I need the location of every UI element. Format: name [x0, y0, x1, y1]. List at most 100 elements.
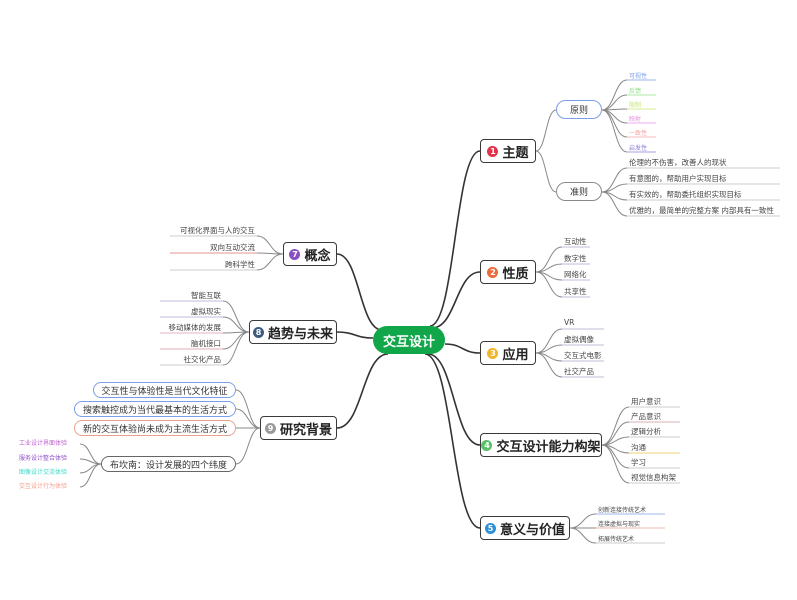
root-node[interactable]: 交互设计 [373, 326, 445, 354]
leaf-nature[interactable]: 数字性 [564, 254, 587, 263]
leaf-link [222, 331, 250, 350]
number-badge-icon: 5 [484, 522, 496, 534]
leaf-link [222, 316, 250, 333]
leaf-application[interactable]: VR [564, 318, 575, 327]
topic-label: 应用 [502, 347, 529, 363]
root-link [336, 331, 374, 339]
leaf-meaning[interactable]: 拓展传统艺术 [598, 536, 635, 543]
leaf-capability[interactable]: 视觉信息构架 [631, 473, 676, 482]
pill-label: 新的交互体验尚未成为主流生活方式 [82, 424, 227, 435]
leaf-nature[interactable]: 共享性 [564, 287, 587, 296]
root-link [429, 150, 481, 327]
leaf-link [601, 406, 630, 446]
number-badge-icon: 2 [487, 266, 499, 278]
leaf-concept[interactable]: 双向互动交流 [210, 243, 255, 252]
topic-capability[interactable]: 4 交互设计能力构架 [480, 433, 602, 457]
number-badge-icon: 9 [264, 422, 276, 434]
number-badge-icon: 8 [252, 326, 264, 338]
leaf-link [601, 444, 630, 484]
leaf-dimension[interactable]: 交互设计行为体验 [19, 483, 68, 490]
topic-nature[interactable]: 2 性质 [480, 260, 536, 284]
topic-label: 研究背景 [279, 422, 332, 438]
leaf-link [601, 79, 628, 111]
leaf-link [235, 408, 261, 429]
leaf-link [256, 253, 284, 271]
leaf-link [235, 389, 261, 429]
number-badge-icon: 3 [487, 347, 499, 359]
pill-label: 交互性与体验性是当代文化特征 [101, 386, 228, 397]
leaf-link [235, 427, 261, 465]
leaf-link [601, 109, 628, 153]
topic-theme[interactable]: 1 主题 [480, 139, 536, 163]
topic-background[interactable]: 9 研究背景 [260, 416, 337, 440]
leaf-concept[interactable]: 可视化界面与人的交互 [180, 226, 255, 235]
branch-link [535, 150, 557, 193]
leaf-link [535, 246, 563, 273]
leaf-application[interactable]: 交互式电影 [564, 351, 602, 360]
leaf-link [79, 463, 102, 488]
background-item[interactable]: 交互性与体验性是当代文化特征 [93, 382, 236, 398]
branch-link [535, 109, 557, 152]
topic-label: 概念 [304, 248, 331, 264]
subtopic-principles[interactable]: 原则 [556, 100, 602, 119]
leaf-guideline[interactable]: 有实效的，帮助委托组织实现目标 [629, 190, 742, 199]
leaf-nature[interactable]: 网络化 [564, 270, 587, 279]
leaf-guideline[interactable]: 伦理的不伤害，改善人的现状 [629, 158, 727, 167]
number-badge-icon: 4 [481, 439, 493, 451]
leaf-application[interactable]: 社交产品 [564, 367, 594, 376]
leaf-meaning[interactable]: 连接虚拟与现实 [598, 521, 641, 528]
leaf-trend[interactable]: 虚拟现实 [191, 307, 221, 316]
leaf-application[interactable]: 虚拟偶像 [564, 335, 594, 344]
leaf-guideline[interactable]: 优雅的，最简单的完整方案 内部具有一致性 [629, 206, 774, 215]
root-link [424, 353, 481, 529]
topic-meaning[interactable]: 5 意义与价值 [480, 516, 570, 540]
leaf-dimension[interactable]: 工业设计界面体验 [19, 440, 68, 447]
root-link [336, 353, 389, 429]
leaf-principle[interactable]: 限制 [629, 102, 642, 109]
leaf-capability[interactable]: 产品意识 [631, 412, 661, 421]
topic-label: 交互设计能力构架 [496, 439, 601, 455]
leaf-guideline[interactable]: 有意图的，帮助用户实现目标 [629, 174, 727, 183]
background-item[interactable]: 新的交互体验尚未成为主流生活方式 [74, 420, 236, 436]
leaf-capability[interactable]: 沟通 [631, 443, 646, 452]
topic-label: 主题 [502, 145, 529, 161]
leaf-principle[interactable]: 一致性 [629, 130, 648, 137]
leaf-capability[interactable]: 逻辑分析 [631, 427, 661, 436]
leaf-link [601, 94, 628, 111]
leaf-meaning[interactable]: 创新连接传统艺术 [598, 507, 647, 514]
topic-label: 性质 [502, 266, 529, 282]
leaf-principle[interactable]: 启发性 [629, 145, 648, 152]
subtopic-dimensions[interactable]: 布坎南：设计发展的四个纬度 [101, 456, 236, 472]
topic-application[interactable]: 3 应用 [480, 341, 536, 365]
leaf-principle[interactable]: 映射 [629, 116, 642, 123]
leaf-concept[interactable]: 跨科学性 [225, 260, 255, 269]
root-link [336, 253, 383, 331]
leaf-capability[interactable]: 学习 [631, 458, 646, 467]
topic-trend[interactable]: 8 趋势与未来 [249, 320, 337, 344]
leaf-trend[interactable]: 移动媒体的发展 [168, 323, 222, 332]
leaf-trend[interactable]: 智能互联 [191, 291, 221, 300]
subtopic-guidelines[interactable]: 准则 [556, 182, 602, 201]
leaf-dimension[interactable]: 服务设计整合体验 [19, 455, 68, 462]
leaf-capability[interactable]: 用户意识 [631, 397, 661, 406]
background-item[interactable]: 搜索触控成为当代最基本的生活方式 [74, 401, 236, 417]
topic-label: 意义与价值 [499, 522, 565, 538]
leaf-link [601, 191, 628, 217]
leaf-principle[interactable]: 可视性 [629, 73, 648, 80]
leaf-link [569, 513, 597, 529]
leaf-dimension[interactable]: 图像设计交流体验 [19, 469, 68, 476]
pill-label: 布坎南：设计发展的四个纬度 [109, 460, 227, 471]
leaf-link [222, 300, 250, 333]
pill-label: 搜索触控成为当代最基本的生活方式 [82, 405, 227, 416]
leaf-link [601, 109, 628, 138]
leaf-trend[interactable]: 社交化产品 [183, 355, 222, 364]
topic-concept[interactable]: 7 概念 [283, 242, 337, 266]
leaf-principle[interactable]: 反馈 [629, 88, 642, 95]
root-link [431, 271, 481, 329]
leaf-nature[interactable]: 互动性 [564, 237, 587, 246]
leaf-link [569, 527, 597, 544]
leaf-trend[interactable]: 脑机接口 [191, 339, 221, 348]
root-link [444, 343, 481, 354]
subtopic-label: 原则 [569, 106, 588, 116]
